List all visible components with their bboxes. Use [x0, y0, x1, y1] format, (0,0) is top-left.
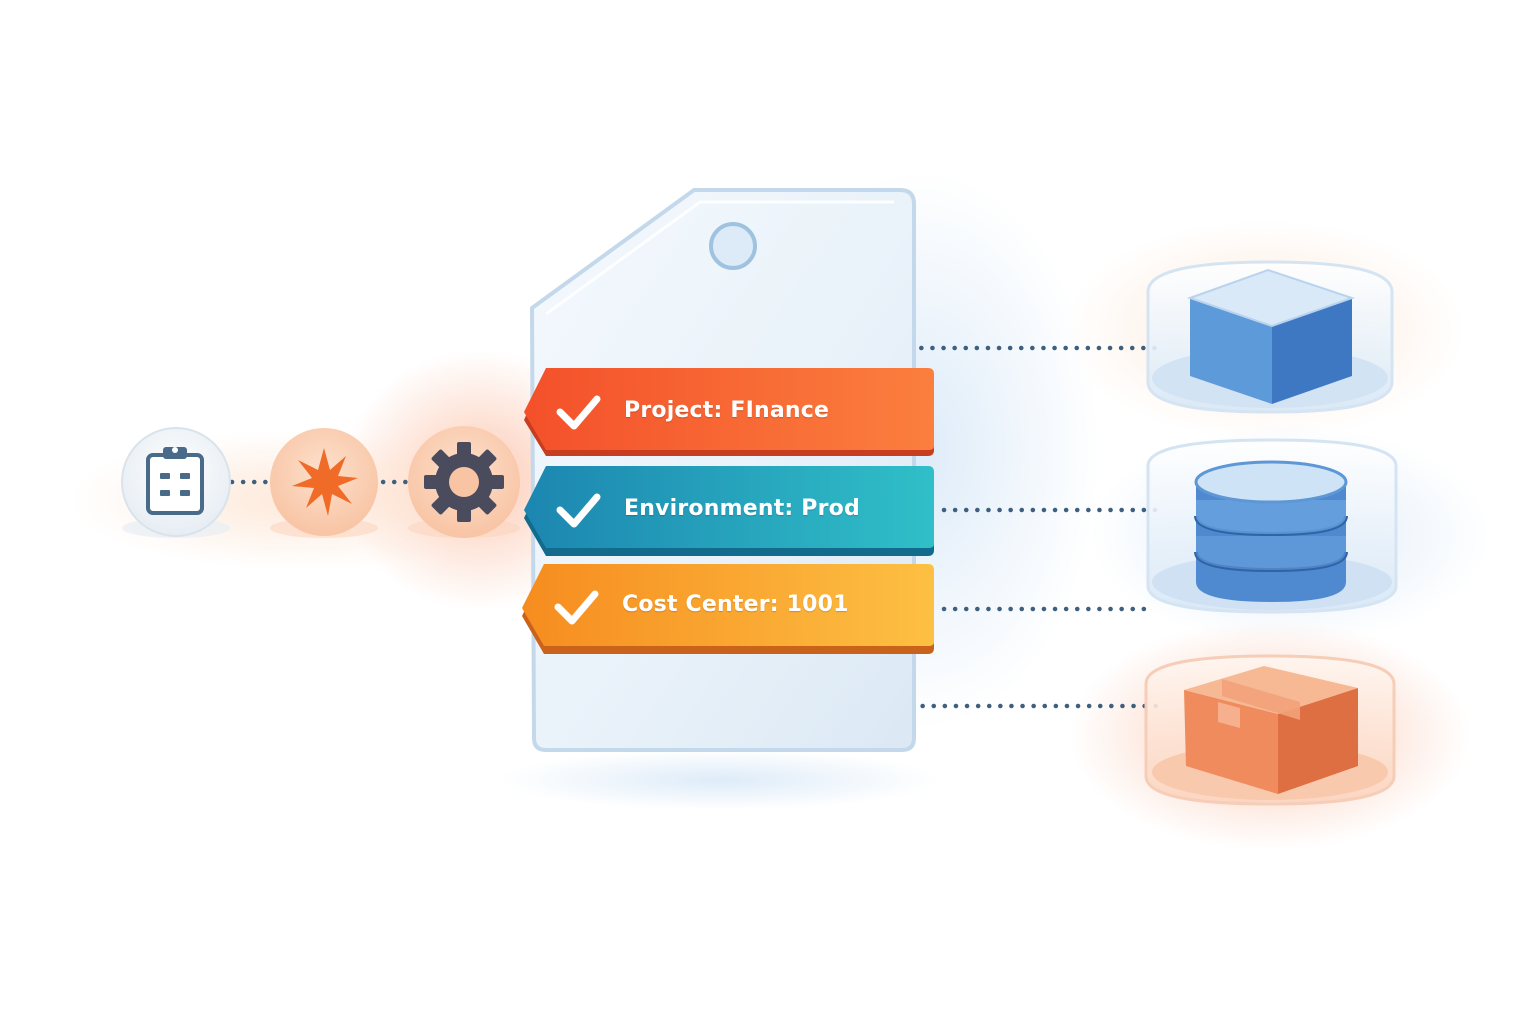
cube-icon [1146, 260, 1394, 414]
clipboard-icon [121, 427, 231, 538]
package-box-icon [1144, 654, 1396, 806]
tag-label-ribbon-project [524, 368, 934, 456]
database-icon [1146, 438, 1398, 614]
checkmark-icon [556, 493, 601, 528]
tag-label-cost-center: Cost Center: 1001 [622, 592, 849, 617]
gear-icon [408, 426, 520, 538]
tag-label-environment: Environment: Prod [624, 496, 860, 521]
starburst-icon [270, 428, 378, 538]
tag-label-ribbon-cost-center [522, 564, 934, 654]
tag-hole [709, 222, 757, 270]
checkmark-icon [554, 590, 599, 625]
tag-label-project: Project: FInance [624, 398, 830, 423]
checkmark-icon [556, 395, 601, 430]
tag-label-ribbon-environment [524, 466, 934, 556]
